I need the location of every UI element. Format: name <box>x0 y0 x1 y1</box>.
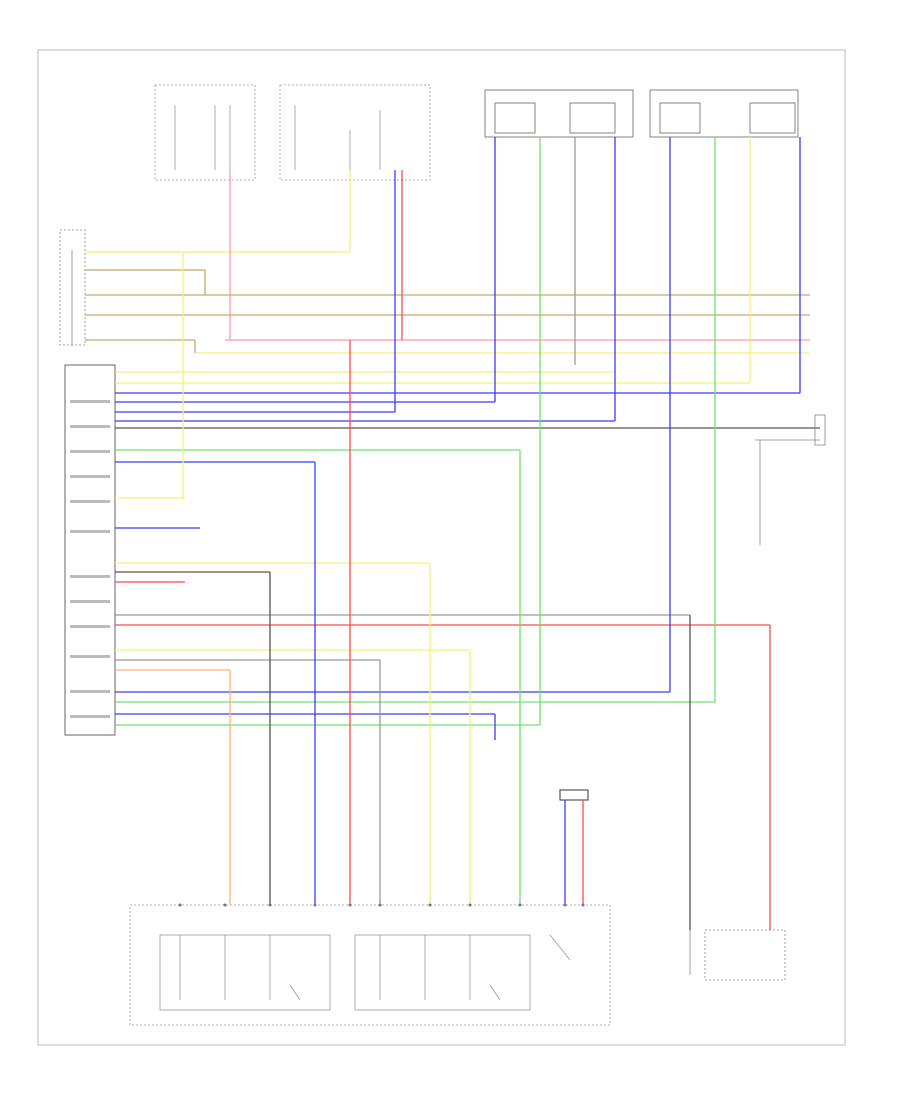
right-component <box>755 414 826 545</box>
seat-switch-assembly <box>129 904 611 1026</box>
terminal-dots <box>178 903 585 907</box>
rear-heater-component <box>689 929 786 981</box>
vertical-wires <box>182 137 801 930</box>
control-module <box>64 364 116 736</box>
module-pin-labels <box>70 400 110 718</box>
diagram-border <box>37 49 846 1046</box>
top-fuse-group <box>154 84 431 181</box>
left-connector-block <box>59 229 86 346</box>
relay-boxes <box>484 89 799 138</box>
bottom-connector <box>559 789 589 801</box>
horizontal-wires <box>85 251 820 726</box>
